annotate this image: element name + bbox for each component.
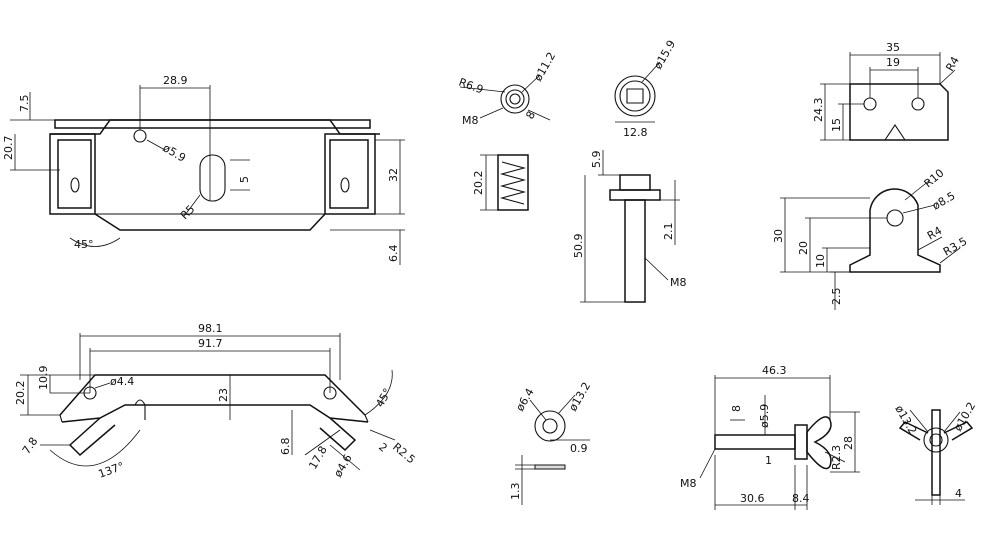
hex-bolt-d2: 12.8 xyxy=(623,126,648,139)
washer: ø6.4 ø13.2 0.9 1.3 xyxy=(509,380,593,505)
bracket-side-d9: 2 xyxy=(376,440,390,454)
plate-d5: 15 xyxy=(830,118,843,132)
bracket-top-d5: 5 xyxy=(238,176,251,183)
wing-bolt-d2: 8 xyxy=(730,405,743,412)
bracket-top-d1: 28.9 xyxy=(163,74,188,87)
bracket-top-d3: 20.7 xyxy=(2,136,15,161)
bracket-top-d7: 32 xyxy=(387,168,400,182)
tee-nut-d1: R6.9 xyxy=(457,76,485,97)
lug-d5: 10 xyxy=(814,254,827,268)
bracket-top-view: 28.9 7.5 20.7 ø5.9 5 R5 32 45° 6.4 xyxy=(2,74,405,265)
tee-nut-d5: 20.2 xyxy=(472,171,485,196)
hex-bolt-d3: 5.9 xyxy=(590,151,603,169)
wing-bolt-d4: 28 xyxy=(842,436,855,450)
bracket-side-d1: 98.1 xyxy=(198,322,223,335)
washer-d1: ø6.4 xyxy=(513,386,536,413)
wing-bolt: 46.3 8 ø5.9 28 R2.3 1 M8 30.6 8.4 xyxy=(680,364,860,510)
hex-bolt-d6: M8 xyxy=(670,276,687,289)
bracket-top-d2: 7.5 xyxy=(18,95,31,113)
lug-d7: R3.5 xyxy=(941,235,969,259)
bracket-side-d5: ø4.4 xyxy=(110,375,134,388)
lug-d6: R4 xyxy=(925,224,944,243)
bracket-side-d8: R2.5 xyxy=(390,440,418,466)
wing-bolt-d5: R2.3 xyxy=(830,445,843,470)
lug-d8: 2.5 xyxy=(830,288,843,306)
hex-bolt-d4: 50.9 xyxy=(572,234,585,259)
tee-nut-d3: M8 xyxy=(462,114,479,127)
wing-nut-d3: 4 xyxy=(955,487,962,500)
hex-bolt-d1: ø15.9 xyxy=(651,38,678,72)
wing-bolt-d6: 1 xyxy=(765,454,772,467)
wing-bolt-d7: M8 xyxy=(680,477,697,490)
plate-d2: 19 xyxy=(886,56,900,69)
wing-bolt-d8: 30.6 xyxy=(740,492,765,505)
lug-d2: ø8.5 xyxy=(930,189,957,212)
wing-nut-d2: ø10.2 xyxy=(951,400,978,434)
tee-nut: R6.9 ø11.2 M8 8 20.2 xyxy=(457,50,558,211)
tee-nut-d2: ø11.2 xyxy=(531,50,558,84)
plate-d4: 24.3 xyxy=(812,98,825,123)
wing-bolt-d1: 46.3 xyxy=(762,364,787,377)
washer-d3: 0.9 xyxy=(570,442,588,455)
washer-d4: 1.3 xyxy=(509,483,522,501)
bracket-side-d3: 20.2 xyxy=(14,381,27,406)
lug-d4: 20 xyxy=(797,241,810,255)
washer-d2: ø13.2 xyxy=(566,380,593,414)
lug-d3: 30 xyxy=(772,229,785,243)
bracket-side-d2: 91.7 xyxy=(198,337,223,350)
bracket-side-d11: 137° xyxy=(97,460,126,481)
plate-d3: R4 xyxy=(943,54,962,73)
bracket-top-d9: 6.4 xyxy=(387,245,400,263)
bracket-side-d4: 10.9 xyxy=(37,366,50,391)
lug-d1: R10 xyxy=(922,166,947,190)
bracket-side-d10: 7.8 xyxy=(20,435,41,457)
wing-nut-d1: ø13.2 xyxy=(892,403,919,437)
wing-nut: ø13.2 ø10.2 4 xyxy=(892,400,978,505)
plate-d1: 35 xyxy=(886,41,900,54)
hex-bolt-d5: 2.1 xyxy=(662,223,675,241)
bracket-side-d14: ø4.6 xyxy=(331,452,354,479)
bracket-side-d13: 17.8 xyxy=(306,444,330,472)
bracket-side-view: 98.1 91.7 20.2 10.9 ø4.4 23 45° R2.5 2 7… xyxy=(14,322,418,481)
wing-bolt-d9: 8.4 xyxy=(792,492,810,505)
hex-bolt: ø15.9 12.8 5.9 50.9 2.1 M8 xyxy=(572,38,687,303)
mounting-plate: 35 19 R4 24.3 15 xyxy=(812,41,962,141)
wing-bolt-d3: ø5.9 xyxy=(758,404,771,428)
bracket-top-d8: 45° xyxy=(74,238,94,251)
bracket-side-d12: 6.8 xyxy=(279,438,292,456)
bracket-side-d6: 23 xyxy=(217,388,230,402)
bracket-top-d4: ø5.9 xyxy=(161,141,188,164)
bracket-top-d6: R5 xyxy=(178,203,198,223)
lug-bracket: R10 ø8.5 30 20 10 R4 R3.5 2.5 xyxy=(772,166,969,310)
